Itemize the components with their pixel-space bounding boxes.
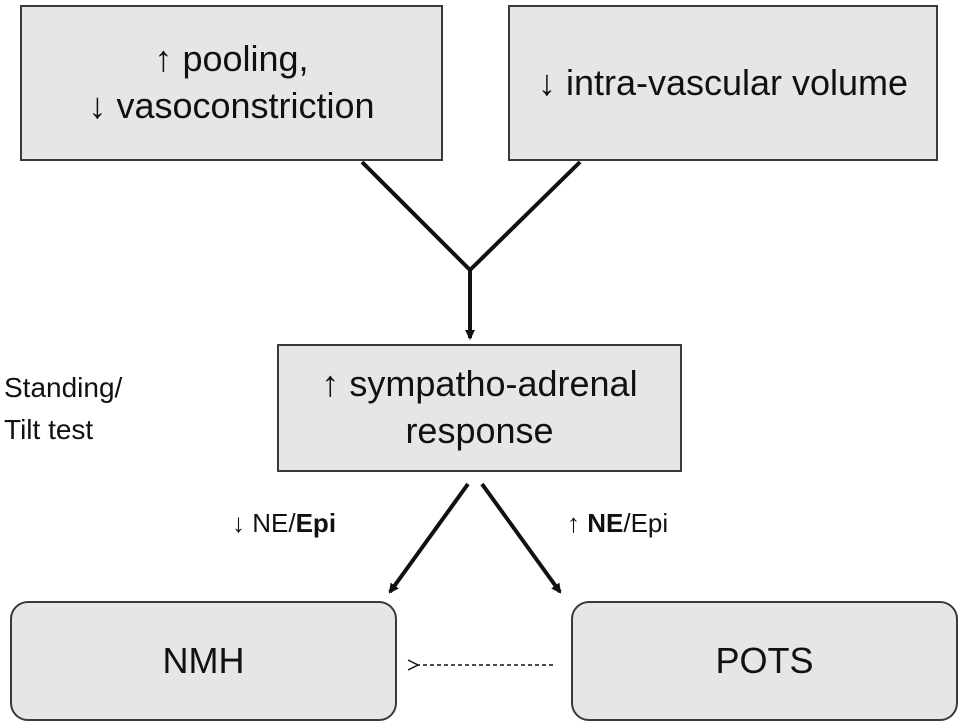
side-label-line2: Tilt test: [4, 414, 94, 445]
edge-label-left-epi: Epi: [295, 508, 337, 538]
edge-label-left: ↓ NE/Epi: [232, 508, 336, 539]
edge-label-right-slash: /: [623, 508, 631, 538]
node-sympatho-adrenal-response: ↑ sympatho-adrenal response: [277, 344, 682, 472]
node-volume-text: ↓ intra-vascular volume: [537, 61, 909, 103]
connector-volume-to-merge: [468, 160, 582, 272]
edge-label-right-epi: Epi: [630, 508, 669, 538]
side-label-line1: Standing/: [4, 372, 123, 403]
node-pots-text: POTS: [715, 639, 814, 681]
node-pooling-vasoconstriction: ↑ pooling, ↓ vasoconstriction: [20, 5, 443, 161]
node-sympatho-line2: response: [405, 410, 554, 451]
side-label-standing-tilt: Standing/ Tilt test: [4, 367, 122, 451]
edge-label-left-slash: /: [288, 508, 296, 538]
edge-label-right-arrow: ↑: [567, 508, 580, 538]
arrow-sympatho-to-nmh: [388, 482, 470, 594]
edge-label-right: ↑ NE/Epi: [567, 508, 668, 539]
node-pooling-line2: ↓ vasoconstriction: [88, 85, 375, 126]
node-nmh: NMH: [10, 601, 397, 721]
node-intravascular-volume: ↓ intra-vascular volume: [508, 5, 938, 161]
edge-label-left-arrow: ↓: [232, 508, 245, 538]
connector-pooling-to-merge: [360, 160, 472, 272]
edge-label-right-ne: NE: [587, 508, 624, 538]
arrow-sympatho-to-pots: [480, 482, 562, 594]
node-pots: POTS: [571, 601, 958, 721]
node-sympatho-line1: ↑ sympatho-adrenal: [321, 363, 638, 405]
node-nmh-text: NMH: [162, 639, 245, 681]
edge-label-left-ne: NE: [252, 508, 289, 538]
node-pooling-line1: ↑ pooling,: [154, 38, 309, 80]
